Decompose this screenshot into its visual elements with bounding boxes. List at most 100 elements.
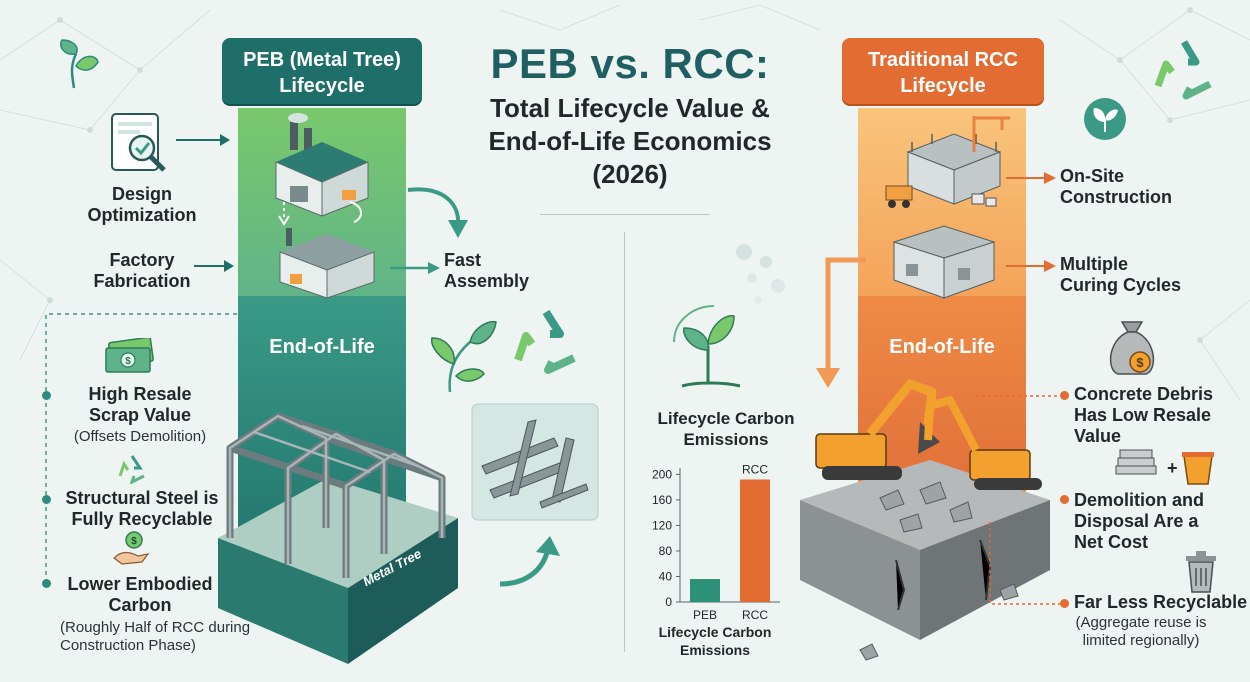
factory-fabrication-line-1: Factory <box>109 250 175 270</box>
chart-y-tick-label: 40 <box>659 569 673 583</box>
rcc-down-arrow-icon <box>816 257 866 388</box>
steel-frame-building-illustration <box>218 412 458 664</box>
peb-end-of-life-title: End-of-Life <box>269 336 375 358</box>
fast-assembly-line-1: Fast <box>444 250 482 270</box>
recyclable-bullet <box>42 495 51 504</box>
chart-bar-peb <box>690 579 720 602</box>
curing-arrow-icon <box>1006 260 1056 272</box>
demolition-cost-line-1: Demolition and <box>1074 490 1204 510</box>
chart-y-tick-label: 0 <box>665 595 672 609</box>
factory-fabrication-label: Factory Fabrication <box>84 250 200 292</box>
recycle-icon <box>514 309 576 374</box>
concrete-debris-line-2: Has Low Resale <box>1074 405 1212 425</box>
high-resale-note: (Offsets Demolition) <box>73 428 207 445</box>
eco-leaf-badge-icon <box>1084 98 1126 140</box>
chart-y-tick-label: 80 <box>659 544 673 558</box>
svg-text:+: + <box>1167 458 1178 478</box>
fast-assembly-curved-arrow <box>407 187 468 238</box>
rcc-header-line-1: Traditional RCC <box>867 49 1018 71</box>
excavator-demolition-illustration <box>800 379 1050 661</box>
hand-coin-icon: $ <box>113 531 150 565</box>
chart-xlabel-line-2: Emissions <box>680 642 750 658</box>
chart-y-tick-label: 160 <box>652 493 672 507</box>
subtitle-line-2: End-of-Life Economics <box>488 126 772 156</box>
subtitle-line-3: (2026) <box>592 159 668 189</box>
factory-icon <box>275 113 369 217</box>
high-resale-label: High Resale Scrap Value <box>62 384 218 426</box>
peb-dashed-connector <box>45 313 245 586</box>
design-optimization-line-1: Design <box>111 184 172 204</box>
multiple-curing-line-2: Curing Cycles <box>1060 275 1182 295</box>
steel-beams-icon <box>471 403 599 521</box>
factory-arrow-icon <box>194 260 234 272</box>
chart-y-tick-label: 120 <box>652 518 672 532</box>
steel-recyclable-line-2: Fully Recyclable <box>71 509 213 529</box>
money-icon: $ <box>105 338 154 373</box>
recyclable-connector <box>989 522 1060 605</box>
chart-bar-rcc <box>740 479 770 602</box>
debris-bullet <box>1060 391 1069 400</box>
design-optimization-label: Design Optimization <box>84 184 200 226</box>
recyclable-bullet-rcc <box>1060 599 1069 608</box>
far-less-recyclable-note-line-1: (Aggregate reuse is <box>1075 614 1207 631</box>
design-arrow-icon <box>176 134 230 146</box>
far-less-recyclable-note-line-2: limited regionally) <box>1082 632 1200 649</box>
demolition-cost-label: Demolition and Disposal Are a Net Cost <box>1074 490 1204 553</box>
onsite-construction-label: On-Site Construction <box>1060 166 1172 208</box>
trash-can-icon <box>1186 551 1216 593</box>
onsite-arrow-icon <box>1006 172 1056 184</box>
peb-header-line-1: PEB (Metal Tree) <box>243 49 401 71</box>
page-title: PEB vs. RCC: <box>490 40 770 87</box>
warehouse-icon <box>279 228 375 299</box>
lower-carbon-note-line-1: (Roughly Half of RCC during <box>60 619 251 636</box>
svg-text:$: $ <box>131 536 137 547</box>
demolition-bullet <box>1060 495 1069 504</box>
chart-x-label-rcc: RCC <box>742 608 768 622</box>
onsite-construction-line-2: Construction <box>1060 187 1172 207</box>
rcc-curing-structure-icon <box>892 225 996 299</box>
debris-disposal-icon: + <box>1115 449 1214 485</box>
chart-xlabel-line-1: Lifecycle Carbon <box>659 624 772 640</box>
demolition-cost-line-3: Net Cost <box>1074 532 1149 552</box>
leaves-icon <box>431 320 497 393</box>
carbon-bullet <box>42 579 51 588</box>
chart-title-line-2: Emissions <box>683 430 769 449</box>
rcc-header: Traditional RCC Lifecycle <box>842 38 1044 104</box>
factory-fabrication-line-2: Fabrication <box>93 271 191 291</box>
title-divider <box>540 214 710 215</box>
concrete-debris-label: Concrete Debris Has Low Resale Value <box>1074 384 1213 447</box>
far-less-recyclable-label: Far Less Recyclable <box>1074 592 1248 612</box>
rcc-end-of-life-title: End-of-Life <box>889 336 995 358</box>
demolition-cost-line-2: Disposal Are a <box>1074 511 1199 531</box>
chart-y-tick-label: 200 <box>652 467 672 481</box>
money-bag-icon: $ <box>1109 321 1155 375</box>
chart-title-line-1: Lifecycle Carbon <box>657 409 795 428</box>
svg-text:$: $ <box>1136 355 1144 370</box>
lower-carbon-line-1: Lower Embodied <box>67 574 213 594</box>
chart-x-label-peb: PEB <box>693 608 717 622</box>
lower-carbon-label: Lower Embodied Carbon <box>52 574 228 616</box>
concrete-debris-line-3: Value <box>1074 426 1122 446</box>
subtitle-line-1: Total Lifecycle Value & <box>490 93 770 123</box>
multiple-curing-label: Multiple Curing Cycles <box>1060 254 1181 296</box>
steel-recyclable-label: Structural Steel is Fully Recyclable <box>52 488 232 530</box>
debris-connector <box>976 395 1060 397</box>
design-optimization-icon <box>111 113 166 172</box>
lower-carbon-line-2: Carbon <box>108 595 172 615</box>
fast-assembly-arrow-icon <box>390 262 440 274</box>
plant-sprout-icon <box>673 305 741 388</box>
steel-recyclable-line-1: Structural Steel is <box>65 488 219 508</box>
recycle-icon-top-right <box>1154 40 1212 100</box>
high-resale-line-2: Scrap Value <box>88 405 192 425</box>
green-up-arrow-icon <box>499 536 560 587</box>
rcc-header-line-2: Lifecycle <box>900 75 986 97</box>
fast-assembly-line-2: Assembly <box>444 271 530 291</box>
lower-carbon-note: (Roughly Half of RCC during Construction… <box>60 619 280 655</box>
svg-text:$: $ <box>125 356 131 367</box>
onsite-construction-line-1: On-Site <box>1060 166 1125 186</box>
recycle-small-icon <box>118 455 145 484</box>
lower-carbon-note-line-2: Construction Phase) <box>60 637 196 654</box>
rcc-construction-site-icon <box>885 116 1010 208</box>
